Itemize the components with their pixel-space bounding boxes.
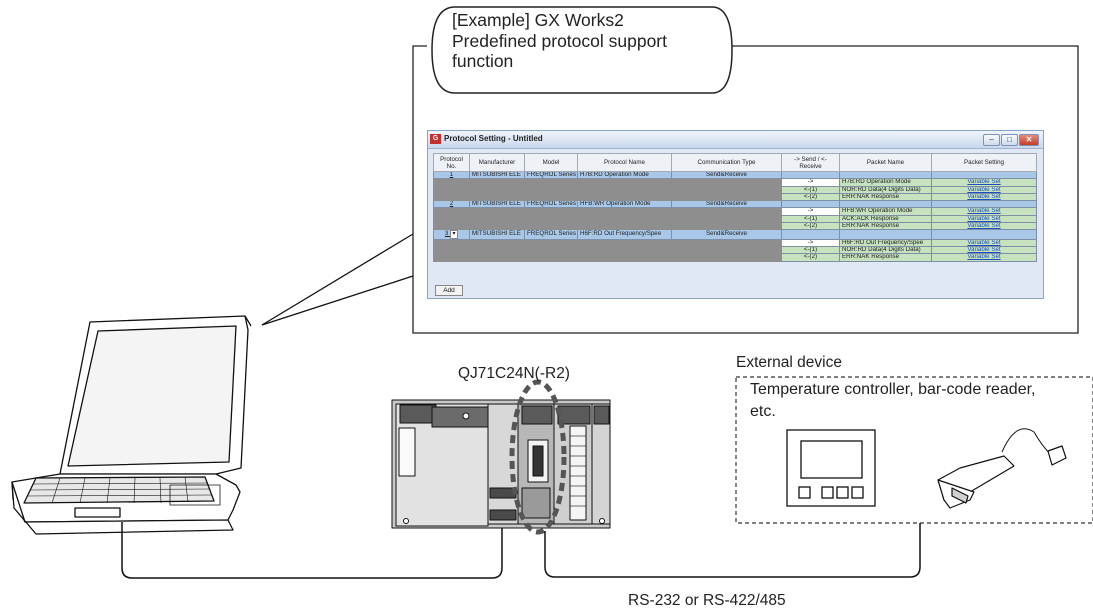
window-title: Protocol Setting - Untitled xyxy=(444,134,543,143)
packet-name: ACK:ACK Response xyxy=(839,214,932,224)
packet-direction: <-(1) xyxy=(781,245,840,255)
callout-frame xyxy=(412,45,1079,334)
variable-set-link[interactable]: Variable Set xyxy=(931,222,1037,231)
protocol-no-value: 3 xyxy=(444,230,449,238)
protocol-comm-type: Send&Receive xyxy=(671,229,782,240)
packet-name: ERR:NAK Response xyxy=(839,192,932,202)
variable-set-link[interactable]: Variable Set xyxy=(931,185,1037,194)
cables xyxy=(121,522,921,579)
dropdown-icon[interactable]: ▾ xyxy=(450,230,459,239)
protocol-comm-type: Send&Receive xyxy=(671,170,782,180)
packet-direction: <-(1) xyxy=(781,214,840,224)
protocol-name: H7B:RD Operation Mode xyxy=(577,170,672,180)
protocol-no[interactable]: 3 ▾ xyxy=(433,229,470,240)
minimize-icon[interactable]: – xyxy=(983,134,1000,146)
protocol-comm-type: Send&Receive xyxy=(671,200,782,209)
module-label: QJ71C24N(-R2) xyxy=(458,365,570,382)
protocol-manufacturer: MITSUBISHI ELE xyxy=(469,170,525,180)
variable-set-link[interactable]: Variable Set xyxy=(931,238,1037,247)
packet-row: <-(2) ERR:NAK Response Variable Set xyxy=(433,192,1037,202)
variable-set-link[interactable]: Variable Set xyxy=(931,178,1037,187)
maximize-icon[interactable]: □ xyxy=(1001,134,1018,146)
protocol-no[interactable]: 1 xyxy=(433,170,470,180)
protocol-name: H6F:RD Out Frequency/Spee xyxy=(577,229,672,240)
close-icon[interactable]: ✕ xyxy=(1019,134,1039,146)
protocol-row[interactable]: 3 ▾ MITSUBISHI ELE FREQROL Series H6F:RD… xyxy=(433,229,1037,240)
callout-line-1: [Example] GX Works2 xyxy=(452,10,624,30)
col-protocol-no: Protocol No. xyxy=(433,153,470,172)
col-packet-setting: Packet Setting xyxy=(931,153,1037,172)
packet-name: H7B:RD Operation Mode xyxy=(839,178,932,187)
temperature-controller xyxy=(786,429,876,507)
table-header: Protocol No. Manufacturer Model Protocol… xyxy=(433,153,1037,172)
col-protocol-name: Protocol Name xyxy=(577,153,672,172)
col-manufacturer: Manufacturer xyxy=(469,153,525,172)
barcode-reader xyxy=(937,428,1067,509)
protocol-manufacturer: MITSUBISHI ELE xyxy=(469,200,525,209)
packet-row: <-(1) NOR:RD Data(4 Digits Data) Variabl… xyxy=(433,245,1037,255)
protocol-model: FREQROL Series xyxy=(524,170,578,180)
protocol-setting-window: G Protocol Setting - Untitled – □ ✕ Prot… xyxy=(427,130,1044,299)
variable-set-link[interactable]: Variable Set xyxy=(931,253,1037,262)
protocol-model: FREQROL Series xyxy=(524,229,578,240)
callout-pointer xyxy=(261,233,414,326)
protocol-row[interactable]: 2 MITSUBISHI ELE FREQROL Series HFB:WR O… xyxy=(433,200,1037,209)
module-highlight xyxy=(509,379,567,535)
packet-name: ERR:NAK Response xyxy=(839,253,932,262)
packet-direction: <-(1) xyxy=(781,185,840,194)
external-device-box xyxy=(735,376,1093,524)
packet-direction: -> xyxy=(781,178,840,187)
packet-row: <-(2) ERR:NAK Response Variable Set xyxy=(433,253,1037,262)
window-titlebar[interactable]: G Protocol Setting - Untitled – □ ✕ xyxy=(428,131,1043,149)
packet-name: H6F:RD Out Frequency/Spee xyxy=(839,238,932,247)
callout-text: [Example] GX Works2 Predefined protocol … xyxy=(452,10,732,72)
packet-direction: <-(2) xyxy=(781,253,840,262)
packet-direction: <-(2) xyxy=(781,222,840,231)
callout-line-2: Predefined protocol support xyxy=(452,30,667,51)
external-device-label: External device xyxy=(736,354,842,371)
protocol-manufacturer: MITSUBISHI ELE xyxy=(469,229,525,240)
protocol-table: Protocol No. Manufacturer Model Protocol… xyxy=(433,153,1037,262)
add-button[interactable]: Add xyxy=(435,285,463,296)
packet-name: NOR:RD Data(4 Digits Data) xyxy=(839,185,932,194)
device-description-cont: etc. xyxy=(750,403,776,420)
packet-name: ERR:NAK Response xyxy=(839,222,932,231)
packet-row: -> H6F:RD Out Frequency/Spee Variable Se… xyxy=(433,238,1037,247)
col-send-receive: -> Send / <- Receive xyxy=(781,153,840,172)
variable-set-link[interactable]: Variable Set xyxy=(931,192,1037,202)
protocol-model: FREQROL Series xyxy=(524,200,578,209)
device-description: Temperature controller, bar-code reader, xyxy=(750,381,1036,398)
protocol-row[interactable]: 1 MITSUBISHI ELE FREQROL Series H7B:RD O… xyxy=(433,170,1037,180)
packet-direction: -> xyxy=(781,238,840,247)
plc-unit xyxy=(391,399,611,529)
protocol-no[interactable]: 2 xyxy=(433,200,470,209)
variable-set-link[interactable]: Variable Set xyxy=(931,245,1037,255)
col-model: Model xyxy=(524,153,578,172)
col-packet-name: Packet Name xyxy=(839,153,932,172)
callout-line-3: function xyxy=(452,51,514,71)
packet-row: <-(2) ERR:NAK Response Variable Set xyxy=(433,222,1037,231)
packet-direction: -> xyxy=(781,207,840,216)
variable-set-link[interactable]: Variable Set xyxy=(931,207,1037,216)
packet-direction: <-(2) xyxy=(781,192,840,202)
variable-set-link[interactable]: Variable Set xyxy=(931,214,1037,224)
laptop xyxy=(11,315,252,535)
app-icon: G xyxy=(430,134,441,144)
col-communication-type: Communication Type xyxy=(671,153,782,172)
packet-name: NOR:RD Data(4 Digits Data) xyxy=(839,245,932,255)
packet-name: HFB:WR Operation Mode xyxy=(839,207,932,216)
speech-bubble xyxy=(431,6,733,94)
packet-row: -> H7B:RD Operation Mode Variable Set xyxy=(433,178,1037,187)
packet-row: <-(1) ACK:ACK Response Variable Set xyxy=(433,214,1037,224)
protocol-name: HFB:WR Operation Mode xyxy=(577,200,672,209)
packet-row: -> HFB:WR Operation Mode Variable Set xyxy=(433,207,1037,216)
connection-label: RS-232 or RS-422/485 xyxy=(628,592,786,609)
packet-row: <-(1) NOR:RD Data(4 Digits Data) Variabl… xyxy=(433,185,1037,194)
